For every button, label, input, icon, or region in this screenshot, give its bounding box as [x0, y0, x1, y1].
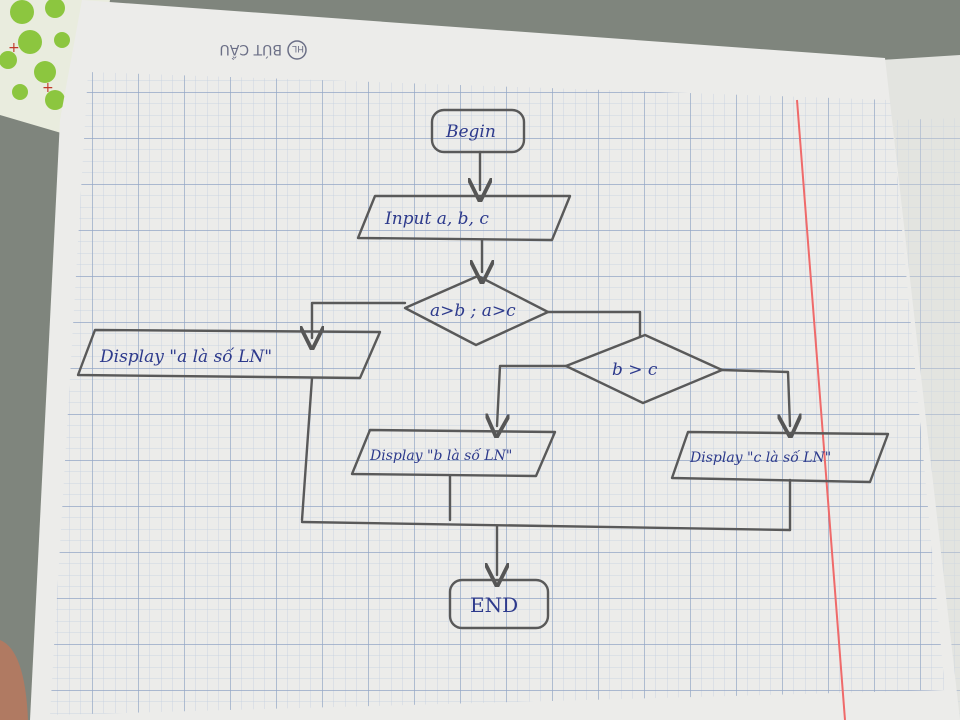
arrow-d2-yes: [497, 364, 568, 426]
svg-text:+: +: [8, 40, 20, 56]
begin-terminal: [430, 108, 526, 154]
brand-header: BÚT CẦU HL: [220, 40, 307, 60]
decision-1-diamond: [403, 274, 550, 347]
brand-logo-text: HL: [292, 43, 304, 53]
arrow-d1-no: [546, 310, 642, 338]
arrow-d1-yes: [312, 301, 407, 338]
input-label: Input a, b, c: [384, 209, 489, 229]
decision-1-label: a>b ; a>c: [430, 301, 516, 321]
margin-line: [796, 99, 846, 720]
display-b-label: Display "b là số LN": [369, 447, 512, 464]
display-b-parallelogram: [350, 428, 557, 478]
line-a-down: [300, 376, 314, 522]
merge-line: [300, 520, 792, 532]
begin-label: Begin: [445, 122, 496, 142]
svg-text:+: +: [42, 80, 54, 96]
finger: [0, 640, 28, 720]
brand-text: BÚT CẦU: [220, 41, 282, 60]
decision-2-label: b > c: [612, 360, 658, 380]
display-c-label: Display "c là số LN": [689, 449, 831, 466]
decision-2-diamond: [564, 333, 724, 405]
display-a-parallelogram: [76, 328, 382, 380]
display-c-parallelogram: [670, 430, 890, 484]
display-a-label: Display "a là số LN": [99, 347, 272, 367]
end-label: END: [470, 593, 518, 617]
input-parallelogram: [356, 194, 572, 242]
end-terminal: [448, 578, 550, 630]
arrow-d2-no: [720, 368, 790, 426]
